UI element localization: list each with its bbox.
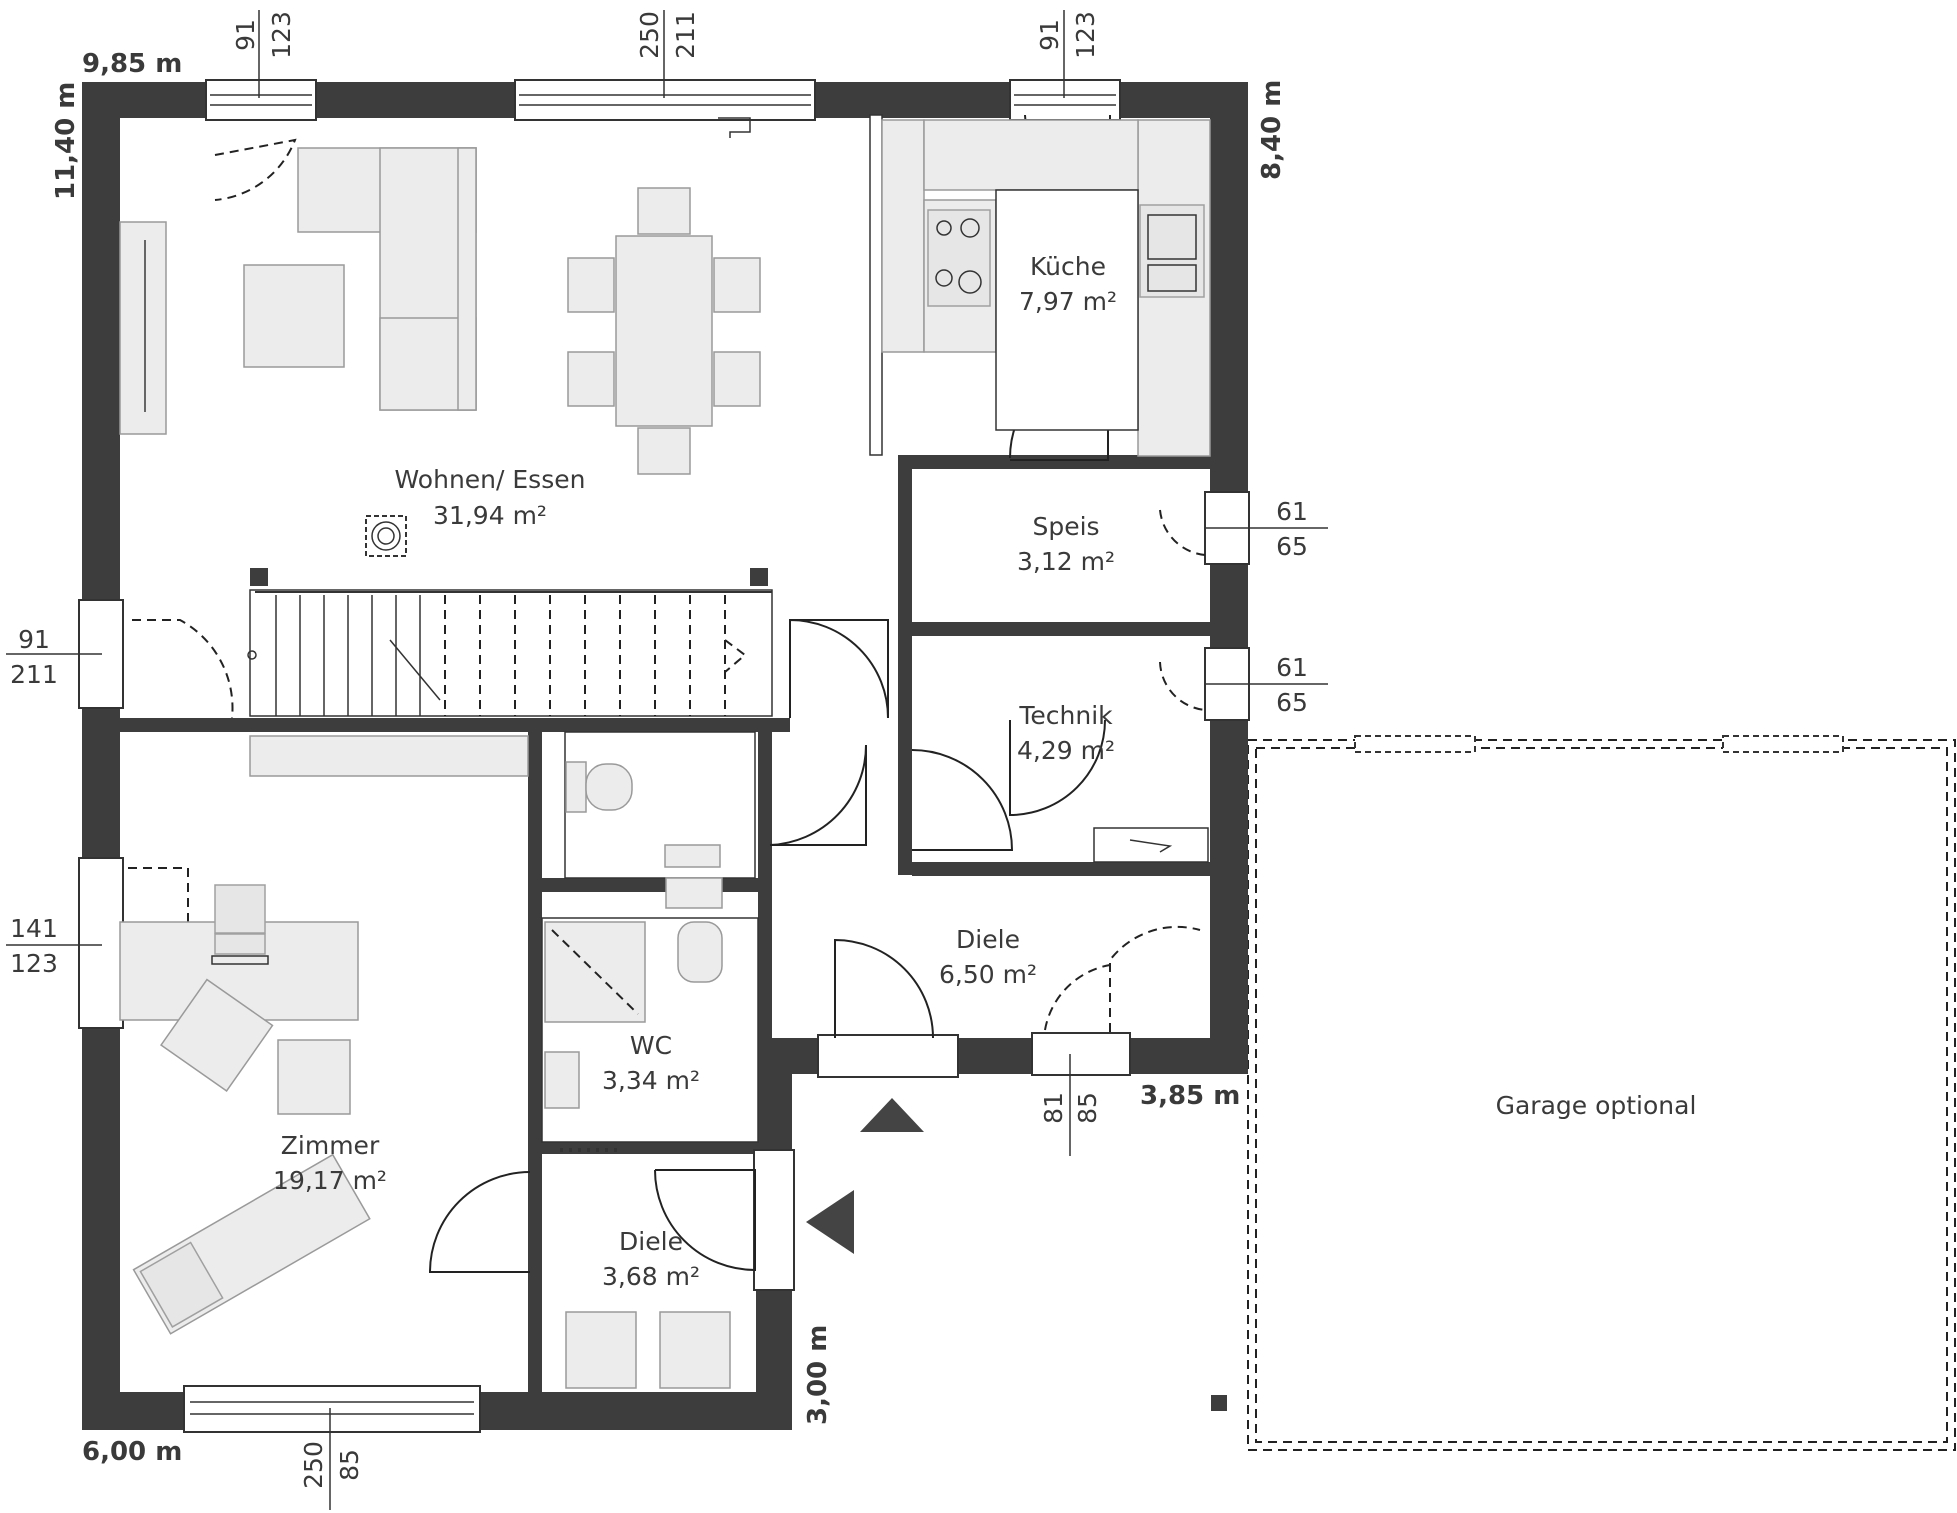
dim-top-center-width: 250 — [635, 11, 664, 59]
dim-top-left-height: 123 — [267, 11, 296, 59]
dim-left-upper-width: 91 — [18, 625, 50, 654]
room-name-zimmer: Zimmer — [281, 1131, 380, 1160]
entrance-arrows — [806, 1098, 924, 1254]
room-name-diele-large: Diele — [956, 925, 1020, 954]
dim-top-left-width: 91 — [231, 19, 260, 51]
room-area-technik: 4,29 m² — [1017, 736, 1115, 765]
outer-dim-entry-right: 3,85 m — [1140, 1081, 1240, 1111]
diele-chairs — [565, 1311, 731, 1389]
outer-dim-top-left: 9,85 m — [82, 49, 182, 79]
window-dimension-labels: 91 123 250 211 91 123 61 65 61 65 91 211… — [10, 11, 1308, 1489]
room-name-diele-small: Diele — [619, 1227, 683, 1256]
garage-label: Garage optional — [1496, 1091, 1697, 1120]
dim-bottom-width: 250 — [299, 1441, 328, 1489]
technik-fixture — [1093, 827, 1209, 863]
outer-dim-left: 11,40 m — [51, 82, 81, 200]
outer-dim-entry-bottom: 3,00 m — [803, 1325, 833, 1425]
room-area-diele-small: 3,68 m² — [602, 1262, 700, 1291]
dim-technik-height: 65 — [1276, 688, 1308, 717]
dim-left-lower-height: 123 — [10, 949, 58, 978]
dim-speis-width: 61 — [1276, 497, 1308, 526]
dimension-lines — [6, 10, 1328, 1510]
kitchen-furniture — [881, 119, 1211, 457]
room-name-speis: Speis — [1032, 512, 1099, 541]
staircase — [247, 568, 773, 717]
outer-dim-bottom-left: 6,00 m — [82, 1437, 182, 1467]
room-area-wc: 3,34 m² — [602, 1066, 700, 1095]
dim-bottom-height: 85 — [335, 1449, 364, 1481]
room-area-speis: 3,12 m² — [1017, 547, 1115, 576]
entrance-openings — [753, 1034, 959, 1291]
room-name-technik: Technik — [1018, 701, 1113, 730]
dim-speis-height: 65 — [1276, 532, 1308, 561]
room-area-wohnen: 31,94 m² — [433, 501, 547, 530]
dim-top-right-width: 91 — [1035, 19, 1064, 51]
outer-dimension-labels: 9,85 m 11,40 m 8,40 m 6,00 m 3,85 m 3,00… — [51, 49, 1287, 1467]
dim-top-right-height: 123 — [1071, 11, 1100, 59]
interior-walls — [120, 114, 1210, 1392]
dim-technik-width: 61 — [1276, 653, 1308, 682]
room-name-wohnen: Wohnen/ Essen — [395, 465, 586, 494]
room-name-kueche: Küche — [1030, 252, 1106, 281]
dim-left-lower-width: 141 — [10, 914, 58, 943]
garage-outline — [1211, 735, 1956, 1451]
dim-entry-width: 81 — [1039, 1092, 1068, 1124]
dim-entry-height: 85 — [1073, 1092, 1102, 1124]
room-name-wc: WC — [630, 1031, 672, 1060]
wc-fixtures — [541, 731, 759, 1152]
room-area-kueche: 7,97 m² — [1019, 287, 1117, 316]
zimmer-furniture — [119, 735, 529, 1335]
living-furniture — [119, 117, 761, 557]
outer-dim-right: 8,40 m — [1257, 80, 1287, 180]
dim-left-upper-height: 211 — [10, 660, 58, 689]
room-area-diele-large: 6,50 m² — [939, 960, 1037, 989]
dim-top-center-height: 211 — [671, 11, 700, 59]
room-area-zimmer: 19,17 m² — [273, 1166, 387, 1195]
room-labels: Wohnen/ Essen 31,94 m² Küche 7,97 m² Spe… — [273, 252, 1117, 1291]
